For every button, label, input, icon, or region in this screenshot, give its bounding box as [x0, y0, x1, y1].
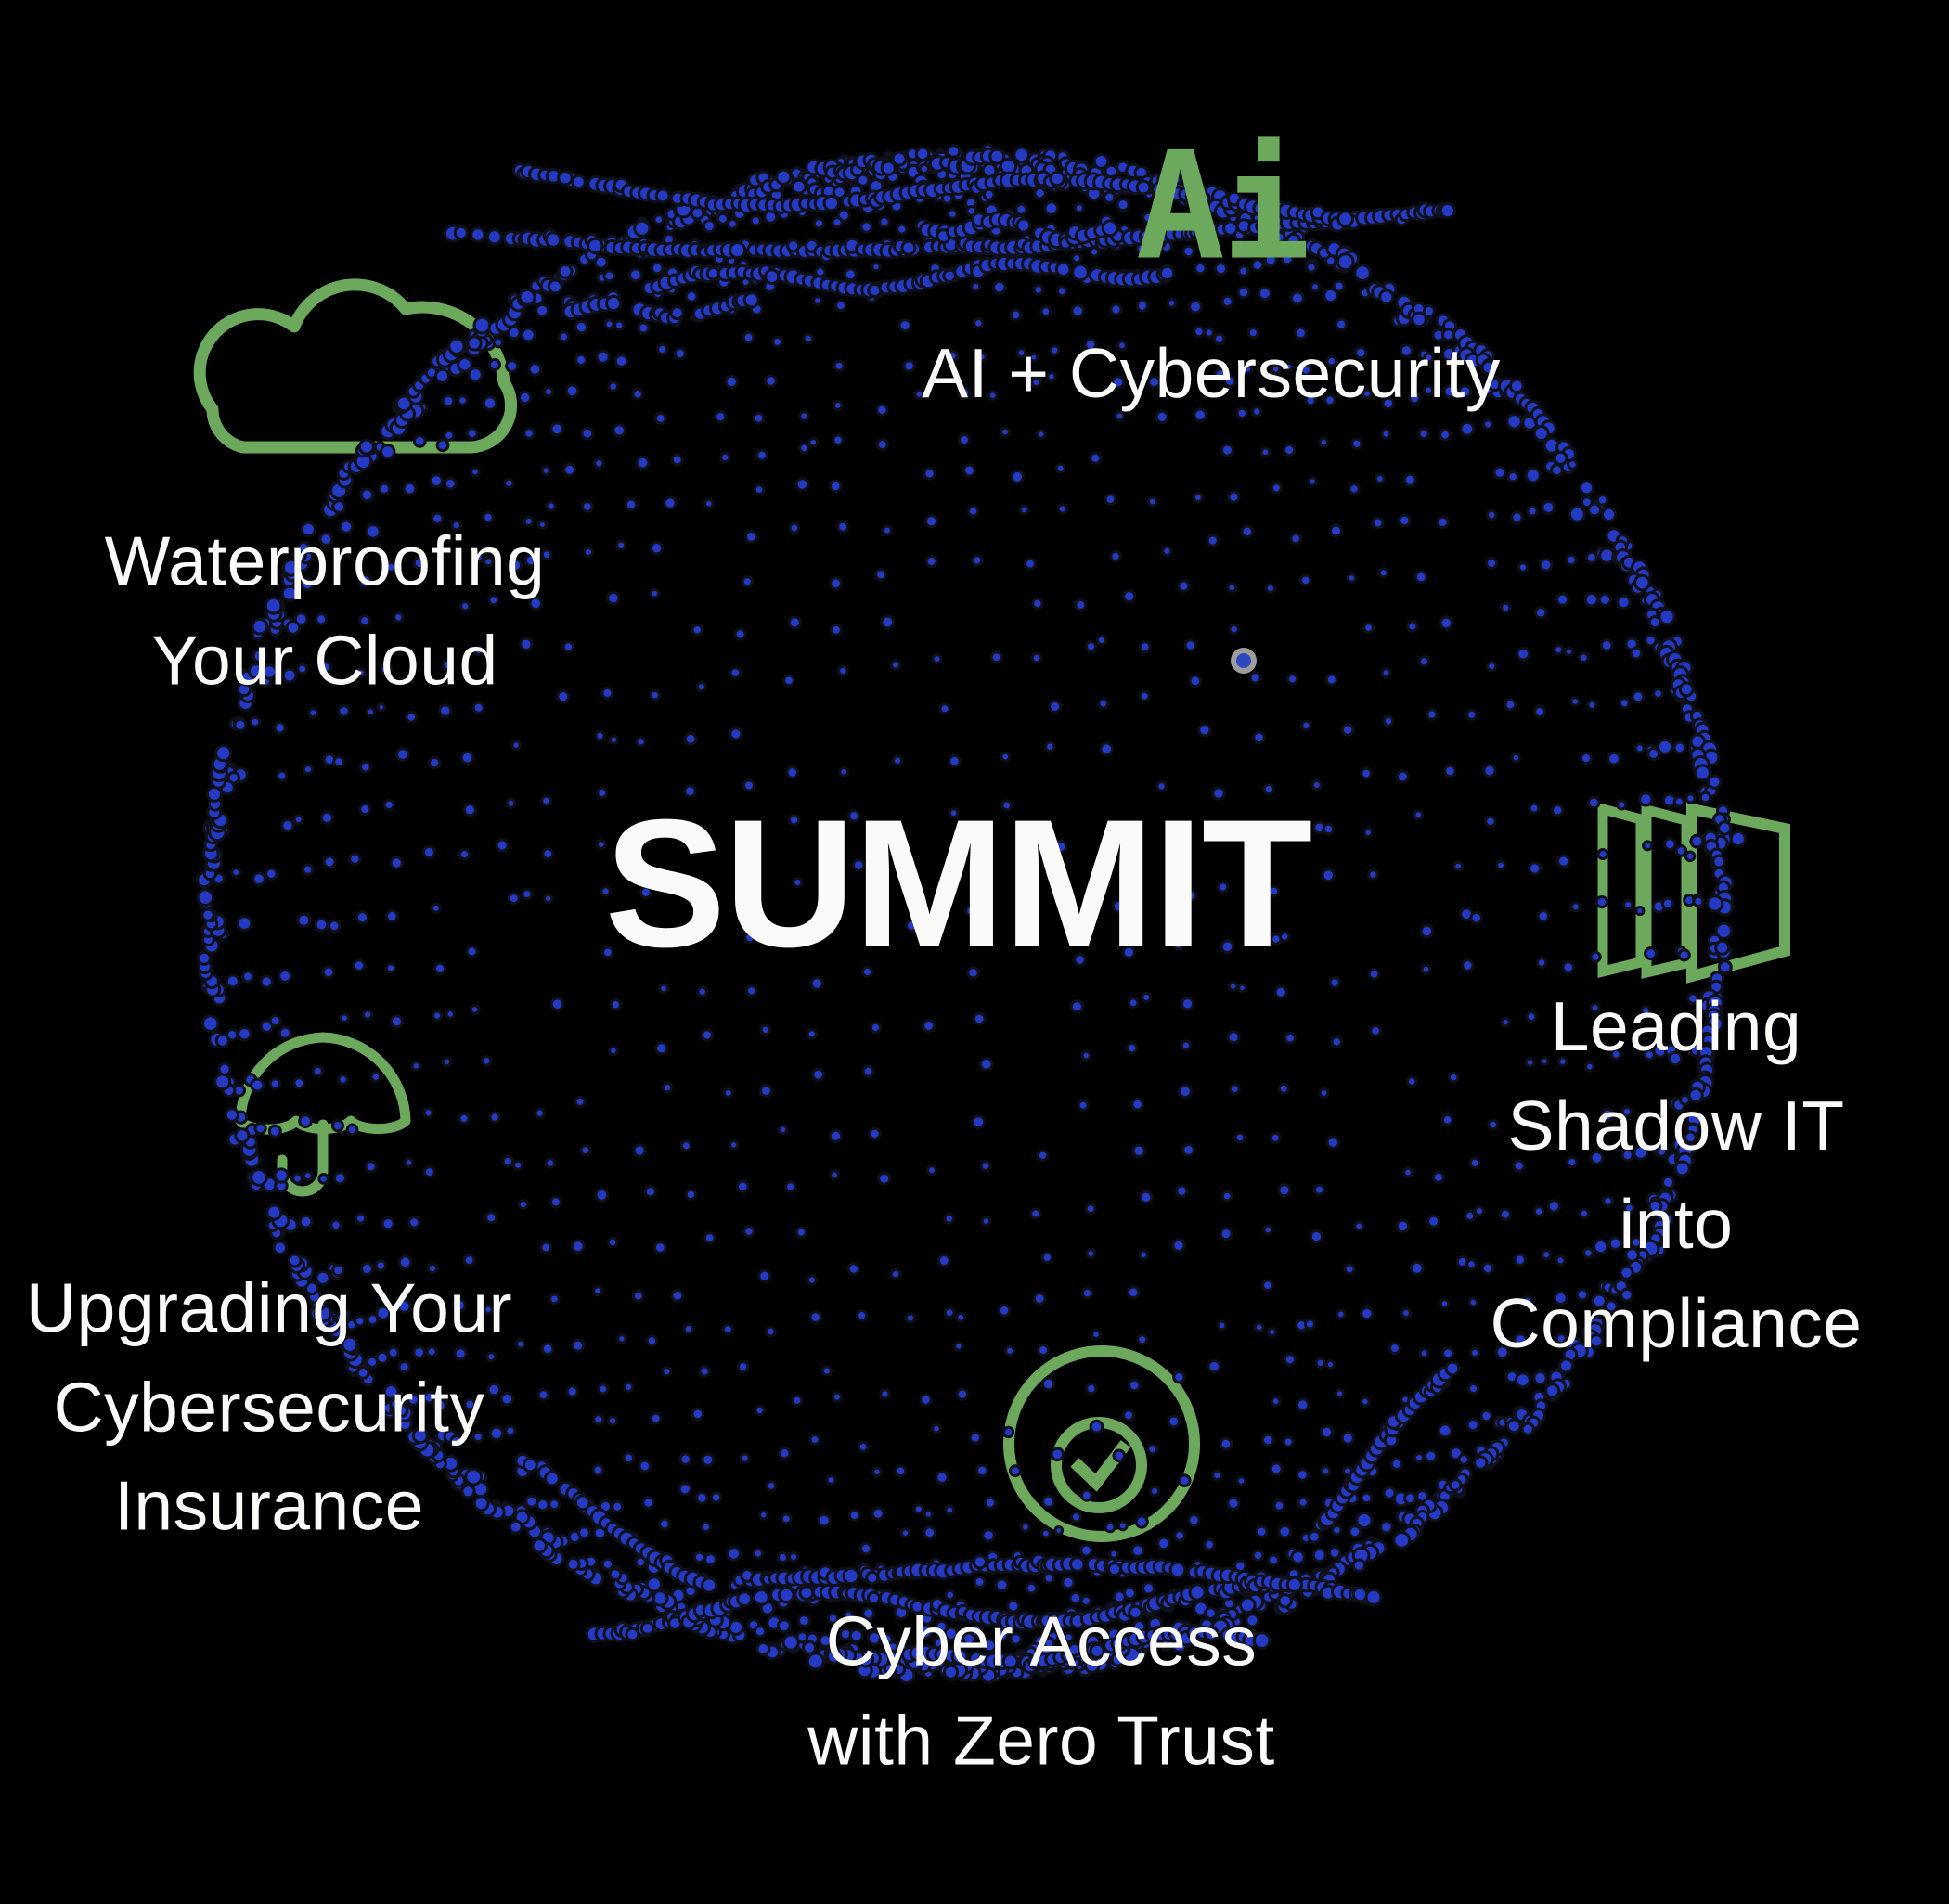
label-cyber-access-zero-trust: Cyber Access with Zero Trust — [807, 1602, 1275, 1780]
label-ai-cybersecurity: AI + Cybersecurity — [922, 333, 1501, 412]
dot-sphere — [196, 143, 1747, 1685]
cloud-icon — [193, 278, 518, 454]
check-badge-icon — [1003, 1345, 1200, 1542]
special-grey-dot — [1231, 648, 1257, 674]
label-upgrading-insurance: Upgrading Your Cybersecurity Insurance — [25, 1268, 513, 1545]
label-waterproofing-cloud: Waterproofing Your Cloud — [104, 521, 546, 700]
panels-icon — [1597, 802, 1790, 984]
label-shadow-it-compliance: Leading Shadow IT into Compliance — [1490, 987, 1863, 1362]
ai-icon: Ai — [1135, 119, 1311, 293]
umbrella-icon — [235, 1032, 411, 1197]
summit-title: SUMMIT — [604, 781, 1313, 985]
